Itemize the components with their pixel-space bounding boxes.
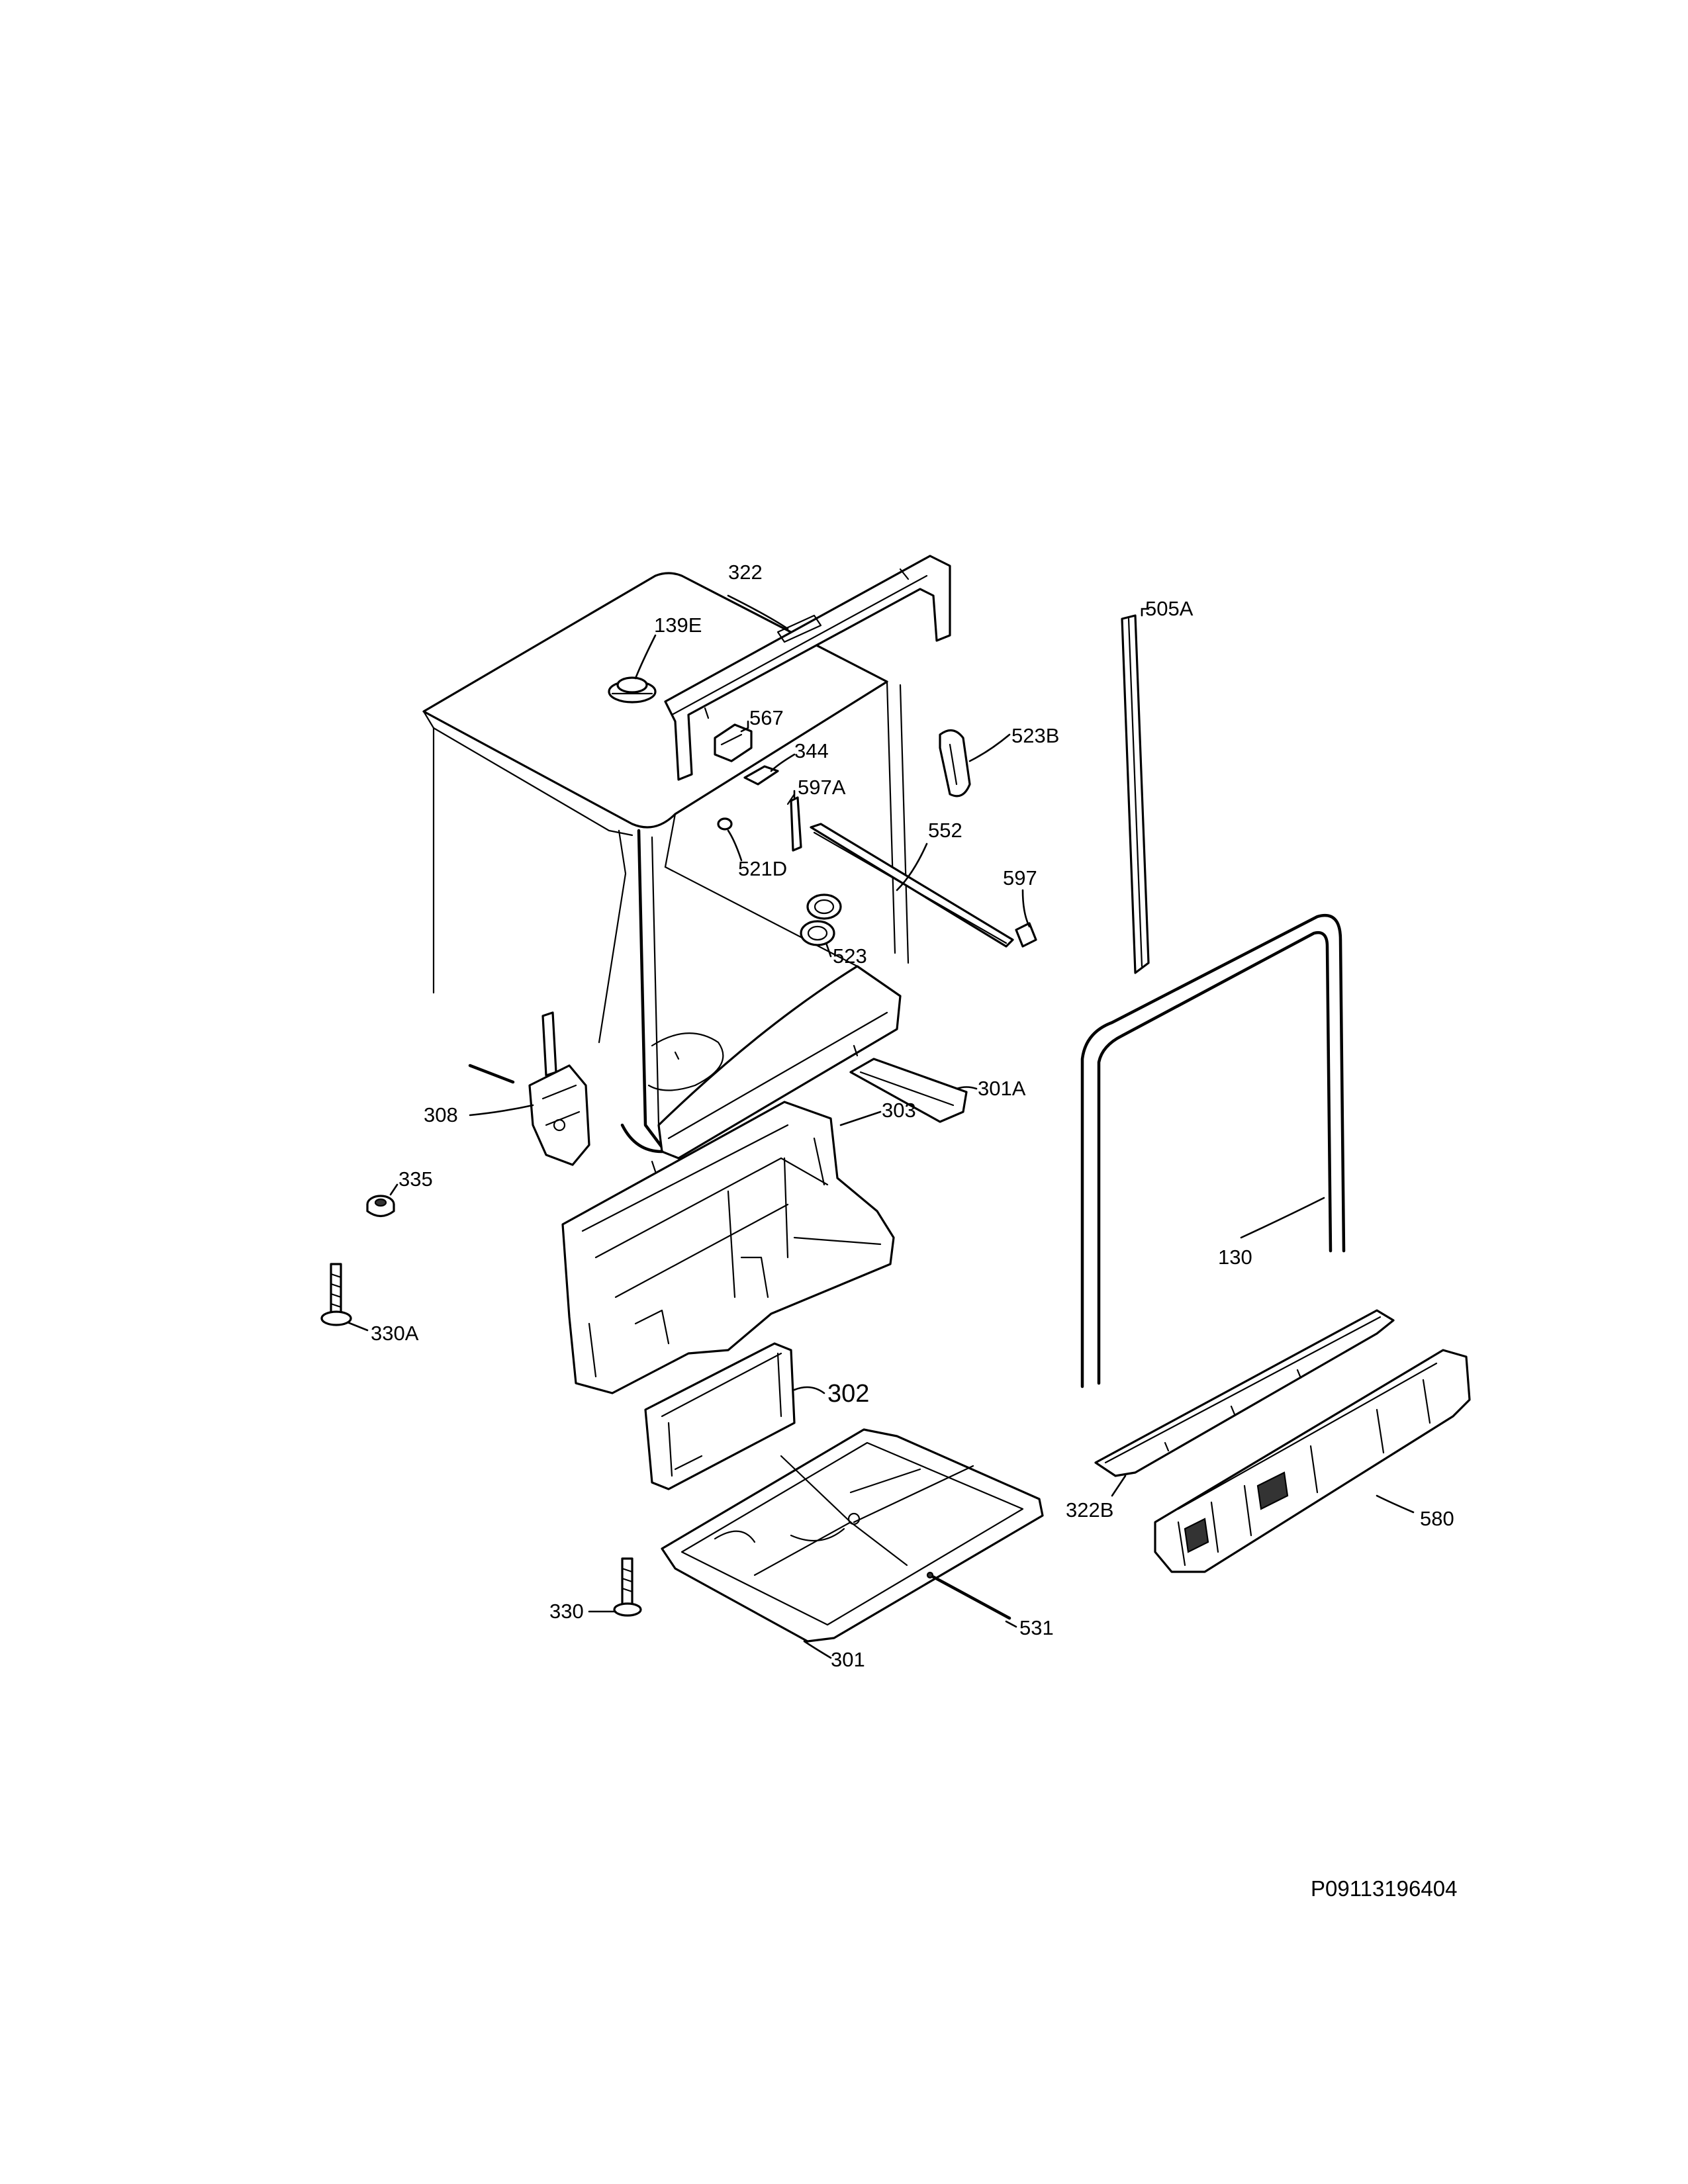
- drawing-code: P09113196404: [1311, 1876, 1457, 1901]
- rail-552: [810, 823, 1014, 948]
- callout-303: 303: [882, 1099, 916, 1122]
- callout-139E: 139E: [654, 614, 702, 637]
- tub-assembly: [422, 572, 910, 1173]
- callout-521D: 521D: [738, 857, 787, 880]
- clip-567: [714, 723, 753, 762]
- top-frame-rail-322: [664, 555, 951, 781]
- callout-330: 330: [549, 1600, 584, 1623]
- callout-505A: 505A: [1145, 597, 1194, 620]
- bottom-rail-322B: [1094, 1309, 1395, 1477]
- plug-521D: [717, 817, 733, 831]
- bracket-301A: [849, 1058, 968, 1123]
- callout-322: 322: [728, 561, 763, 584]
- callout-531: 531: [1019, 1616, 1054, 1639]
- callout-597: 597: [1003, 866, 1037, 889]
- plinth-580: [1154, 1349, 1471, 1573]
- callout-308: 308: [424, 1103, 458, 1126]
- screw-330: [613, 1557, 642, 1617]
- callout-344: 344: [794, 739, 829, 762]
- callout-330A: 330A: [371, 1322, 419, 1345]
- callout-523B: 523B: [1011, 724, 1059, 747]
- callout-322B: 322B: [1066, 1498, 1113, 1522]
- callout-597A: 597A: [798, 776, 846, 799]
- callout-580: 580: [1420, 1507, 1454, 1530]
- gasket-523B: [939, 729, 971, 797]
- base-tray-301: [661, 1428, 1044, 1643]
- callout-301: 301: [831, 1648, 865, 1671]
- hook-597A: [786, 793, 802, 852]
- screw-330A: [320, 1263, 352, 1326]
- door-gasket-130: [1080, 914, 1346, 1388]
- nut-335: [366, 1195, 395, 1218]
- callout-335: 335: [399, 1167, 433, 1191]
- callout-567: 567: [749, 706, 784, 729]
- leader-lines: [346, 594, 1415, 1659]
- base-frame-303: [561, 1101, 895, 1394]
- callout-301A: 301A: [978, 1077, 1026, 1100]
- hinge-308: [468, 1011, 590, 1166]
- clip-597: [1015, 922, 1037, 948]
- bracket-344: [743, 765, 779, 786]
- fittings-523: [800, 893, 842, 946]
- callout-302: 302: [827, 1380, 869, 1408]
- spray-nozzle-139E: [608, 676, 657, 704]
- cover-302: [644, 1342, 796, 1490]
- callout-552: 552: [928, 819, 962, 842]
- pin-531: [926, 1571, 1011, 1620]
- vertical-seal-505A: [1121, 614, 1150, 974]
- callout-130: 130: [1218, 1246, 1252, 1269]
- callout-labels: 322 139E 505A 567 344 523B 597A 552 521D…: [371, 561, 1454, 1671]
- callout-523: 523: [833, 944, 867, 968]
